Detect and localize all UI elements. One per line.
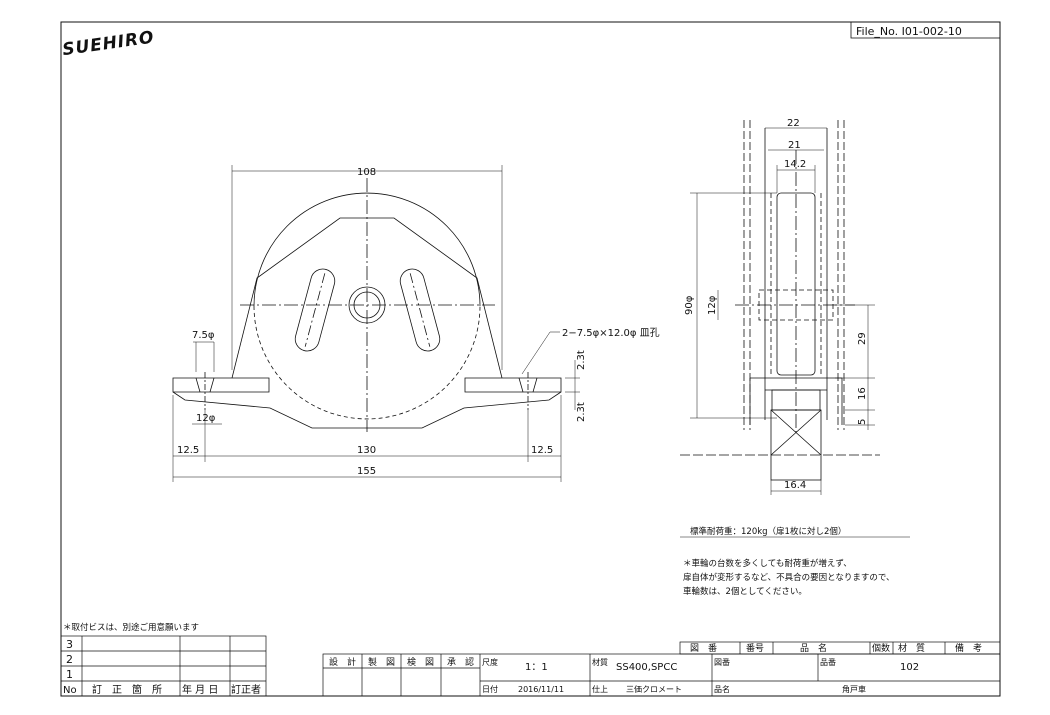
drawing-no-label: 図番 [714,657,730,667]
countersink-left [195,377,215,393]
approve-label: 承 認 [447,656,474,668]
base-flange-right [464,377,562,393]
design-label: 設 計 [329,656,356,668]
title-block-text: 図 番 番号 品 名 個数 材 質 備 考 設 計 製 図 検 図 承 認 尺度… [329,642,982,694]
dim-outer-width: 22 [787,118,800,129]
revision-row-2: 2 [66,653,73,666]
countersink-right [518,377,538,393]
note-screws: ＊取付ビスは、別途ご用意願います [63,622,199,633]
parts-header-remarks: 備 考 [955,642,982,654]
bracket-plate [231,217,503,379]
dim-axle-dia: 12φ [707,295,718,315]
slot-right [399,268,441,352]
note-line-3: 車輪数は、2個としてください。 [683,586,807,597]
dim-base-length: 155 [357,466,376,477]
dim-slot-pitch: 12φ [196,413,216,424]
dim-tread-width: 14.2 [784,159,806,170]
front-view [172,165,580,482]
suehiro-logo: SUEHIRO [61,27,156,60]
part-no-value: 102 [900,662,919,673]
dim-plate-t-top: 2.3t [576,350,587,370]
scale-value: 1：1 [525,662,548,673]
front-view-dimensions: 108 7.5φ 2−7.5φ×12.0φ 皿孔 2.3t 2.3t 12φ 1… [177,167,660,477]
dim-edge-right: 12.5 [531,445,553,456]
date-value: 2016/11/11 [518,685,564,694]
revision-table-text: 3 2 1 No 訂 正 箇 所 年 月 日 訂正者 [63,638,261,696]
logo-text: SUEHIRO [61,27,156,60]
floor-rail [770,409,822,481]
parts-header-material: 材 質 [898,642,925,654]
side-view [680,120,880,495]
wheel-hidden-outline [253,305,481,420]
material-label: 材質 [592,657,608,667]
sheet-border [60,21,1001,697]
note-load: 標準耐荷重：120kg（扉1枚に対し2個） [690,526,846,537]
parts-header-number: 番号 [746,642,764,654]
dim-hole-dia: 7.5φ [192,330,215,341]
side-view-dimensions: 22 21 14.2 90φ 12φ 29 16 5 16.4 [684,118,868,491]
material-value: SS400,SPCC [616,662,677,673]
dim-hole-pitch: 130 [357,445,376,456]
dim-slot-callout: 2−7.5φ×12.0φ 皿孔 [562,327,660,339]
slot-left [294,268,336,352]
revision-row-1: 1 [66,668,73,681]
revision-header-location: 訂 正 箇 所 [92,683,162,696]
parts-header-qty: 個数 [872,642,890,654]
dim-inner-width: 21 [788,140,801,151]
dim-edge-left: 12.5 [177,445,199,456]
dim-wheel-dia: 90φ [684,295,695,315]
dim-plate-t-bottom: 2.3t [576,402,587,422]
axle-outer [348,286,386,324]
note-line-2: 扉自体が変形するなど、不具合の要因となりますので、 [683,572,894,583]
revision-row-3: 3 [66,638,73,651]
finish-value: 三価クロメート [626,684,682,694]
dim-base-thickness: 5 [857,419,868,425]
wheel-outline [253,192,481,307]
drawing-label: 製 図 [368,656,395,668]
finish-label: 仕上 [592,684,608,694]
dim-axle-height: 29 [857,332,868,345]
revision-table [60,635,267,697]
dim-bottom-width: 16.4 [784,480,806,491]
name-value: 角戸車 [842,684,866,694]
scale-label: 尺度 [482,657,498,667]
name-label: 品名 [714,684,730,694]
base-flange-left [172,377,270,393]
file-no-box [850,21,1001,39]
notes: 標準耐荷重：120kg（扉1枚に対し2個） ＊車輪の台数を多くしても耐荷重が増え… [63,526,910,633]
check-label: 検 図 [407,656,434,668]
revision-header-editor: 訂正者 [231,683,261,696]
axle-inner [353,291,381,319]
date-label: 日付 [482,684,498,694]
base-plate-outline [172,391,562,429]
parts-header-drawing-no: 図 番 [690,642,717,654]
title-block [322,641,1001,697]
note-line-1: ＊車輪の台数を多くしても耐荷重が増えず、 [683,558,852,569]
revision-header-date: 年 月 日 [182,683,218,696]
dim-base-height: 16 [857,387,868,400]
parts-header-name: 品 名 [800,642,827,654]
file-number: File_No. I01-002-10 [856,25,962,38]
part-no-label: 品番 [820,657,836,667]
revision-header-no: No [63,685,77,696]
dim-overall-width: 108 [357,167,376,178]
